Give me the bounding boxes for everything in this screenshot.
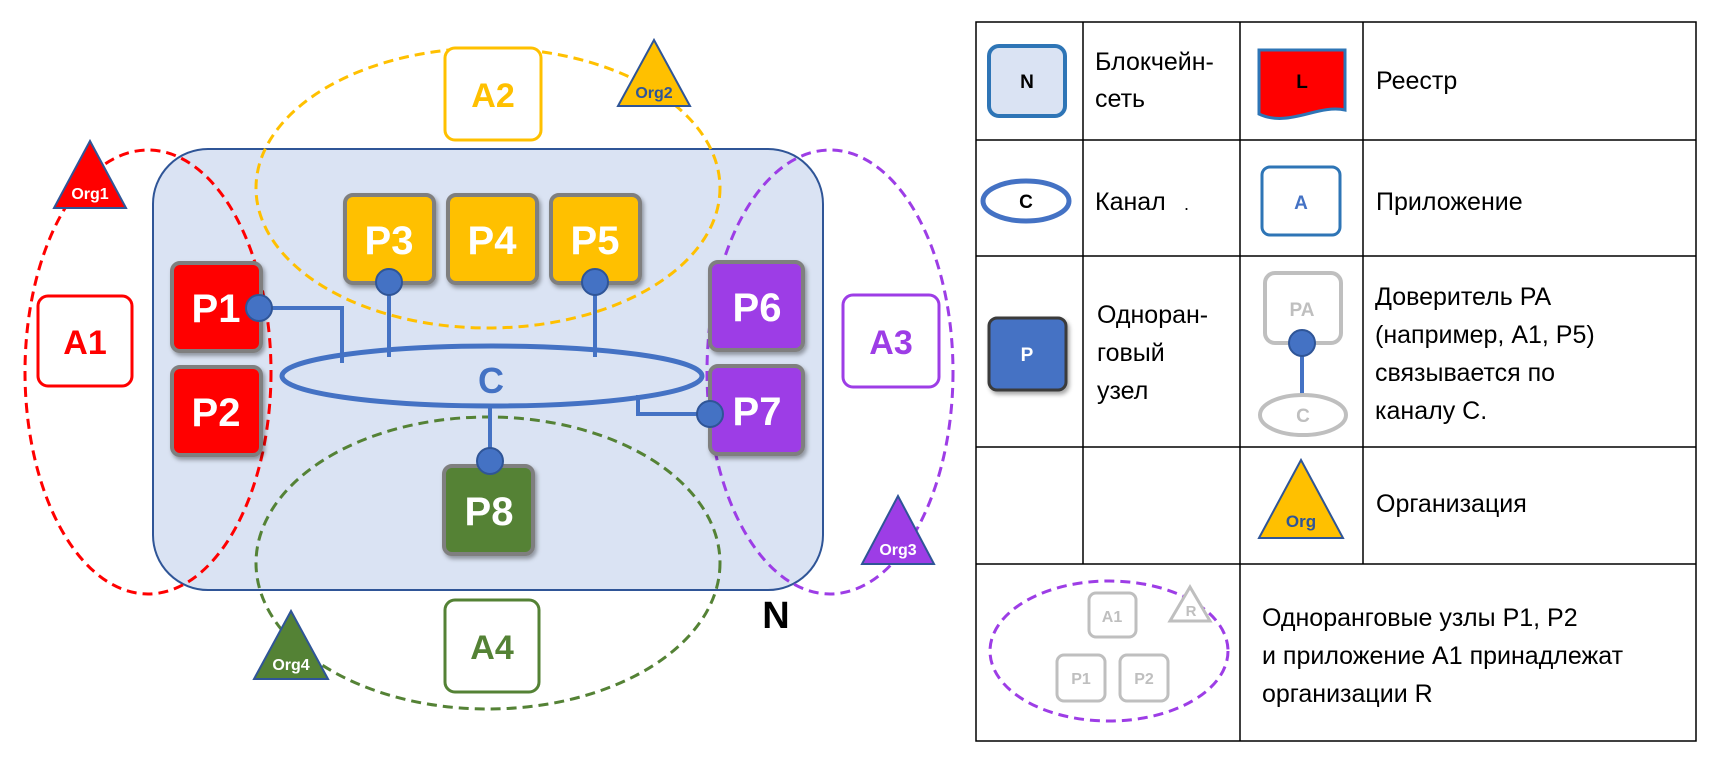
peer-p3-label: P3 <box>365 219 414 263</box>
peer-p2[interactable] <box>170 365 263 457</box>
legend-principal-text-line1: Доверитель PA <box>1375 283 1552 311</box>
app-a4-label: A4 <box>470 629 514 667</box>
legend-principal-text-line4: каналу C. <box>1375 397 1487 425</box>
legend-channel-icon <box>980 178 1072 224</box>
org4-label: Org4 <box>272 657 309 674</box>
legend-org-icon <box>1257 457 1345 539</box>
legend-peer-icon-label: P <box>1021 345 1034 366</box>
legend-example-peer-p2 <box>1118 653 1170 703</box>
legend-example-app-a1-label: A1 <box>1102 609 1123 626</box>
channel-label: C <box>478 360 504 401</box>
legend-peer-text-line2: говый <box>1097 339 1165 367</box>
peer-p7-label: P7 <box>733 390 782 434</box>
p1-dot <box>245 294 273 322</box>
peer-p6-label: P6 <box>733 286 782 330</box>
legend-border <box>975 21 1697 742</box>
network-label: N <box>762 595 789 637</box>
legend-channel-text: Канал <box>1095 188 1166 216</box>
channel-ellipse <box>279 343 705 409</box>
app-a1[interactable] <box>36 294 134 388</box>
org2-triangle-icon <box>616 37 692 107</box>
org1-ellipse <box>23 148 273 596</box>
peer-p4[interactable] <box>446 193 539 285</box>
legend-peer-icon <box>987 316 1068 392</box>
legend-principal-text-line3: связывается по <box>1375 359 1555 387</box>
org2-label: Org2 <box>635 85 672 102</box>
legend-table: N Блокчейн- сеть L Реестр C Канал . A Пр… <box>975 21 1697 742</box>
legend-channel-text-dot: . <box>1184 194 1189 214</box>
legend-example-text-line2: и приложение A1 принадлежат <box>1262 642 1624 670</box>
legend-peer-text-line1: Одноран- <box>1097 301 1208 329</box>
legend-app-icon-label: A <box>1294 193 1308 214</box>
legend-ledger-icon <box>1257 48 1347 120</box>
legend-example-org-r-label: R <box>1186 603 1197 620</box>
legend-example-org-r-icon <box>1167 584 1213 623</box>
org1-label: Org1 <box>71 186 108 203</box>
app-a2-label: A2 <box>471 77 514 115</box>
legend-ledger-icon-label: L <box>1296 72 1308 93</box>
legend-network-text-line2: сеть <box>1095 85 1145 113</box>
p8-dot <box>476 447 504 475</box>
peer-p4-label: P4 <box>468 219 518 263</box>
org3-triangle-icon <box>860 493 936 565</box>
legend-principal-channel-icon <box>1258 393 1348 437</box>
legend-network-icon-label: N <box>1020 72 1034 93</box>
peer-p1-label: P1 <box>192 287 241 331</box>
app-a4[interactable] <box>443 598 541 694</box>
legend-example-peer-p1-label: P1 <box>1071 671 1091 688</box>
legend-org-icon-label: Org <box>1286 512 1316 531</box>
org4-triangle-icon <box>252 608 330 680</box>
legend-app-text: Приложение <box>1376 188 1523 216</box>
legend-principal-channel-label: C <box>1296 406 1310 427</box>
legend-example-text-line3: организации R <box>1262 680 1433 708</box>
p3-dot <box>375 268 403 296</box>
p5-dot <box>581 268 609 296</box>
peer-p6[interactable] <box>708 260 805 352</box>
org1-triangle-icon <box>52 138 128 209</box>
legend-principal-icon-label: PA <box>1290 300 1315 321</box>
legend-network-icon <box>987 44 1067 118</box>
legend-channel-icon-label: C <box>1019 192 1033 213</box>
legend-ledger-text: Реестр <box>1376 67 1457 95</box>
network-diagram: N C P1 P2 P3 P4 <box>23 37 955 711</box>
legend-network-text-line1: Блокчейн- <box>1095 48 1214 76</box>
blockchain-network-box <box>152 148 824 591</box>
app-a2[interactable] <box>443 46 543 142</box>
peer-p8-label: P8 <box>465 490 514 534</box>
legend-principal-text-line2: (например, A1, P5) <box>1375 321 1595 349</box>
app-a3-label: A3 <box>869 324 912 362</box>
org3-label: Org3 <box>879 542 916 559</box>
peer-p5-label: P5 <box>571 219 620 263</box>
legend-example-ellipse <box>988 579 1230 723</box>
legend-org-text: Организация <box>1376 490 1527 518</box>
p7-connection <box>636 395 710 416</box>
legend-example-peer-p2-label: P2 <box>1134 671 1154 688</box>
peer-p2-label: P2 <box>192 391 241 435</box>
org3-ellipse <box>705 148 955 596</box>
legend-example-peer-p1 <box>1055 653 1107 703</box>
legend-example-text-line1: Одноранговые узлы P1, P2 <box>1262 604 1578 632</box>
p7-dot <box>696 400 724 428</box>
legend-principal-dot <box>1288 329 1316 357</box>
connection-dots <box>245 268 724 475</box>
legend-peer-text-line3: узел <box>1097 377 1148 405</box>
app-a1-label: A1 <box>63 324 106 362</box>
legend-example-app-a1 <box>1087 591 1138 639</box>
p1-connection <box>259 306 344 363</box>
app-a3[interactable] <box>841 293 941 389</box>
legend-app-icon <box>1260 165 1342 237</box>
